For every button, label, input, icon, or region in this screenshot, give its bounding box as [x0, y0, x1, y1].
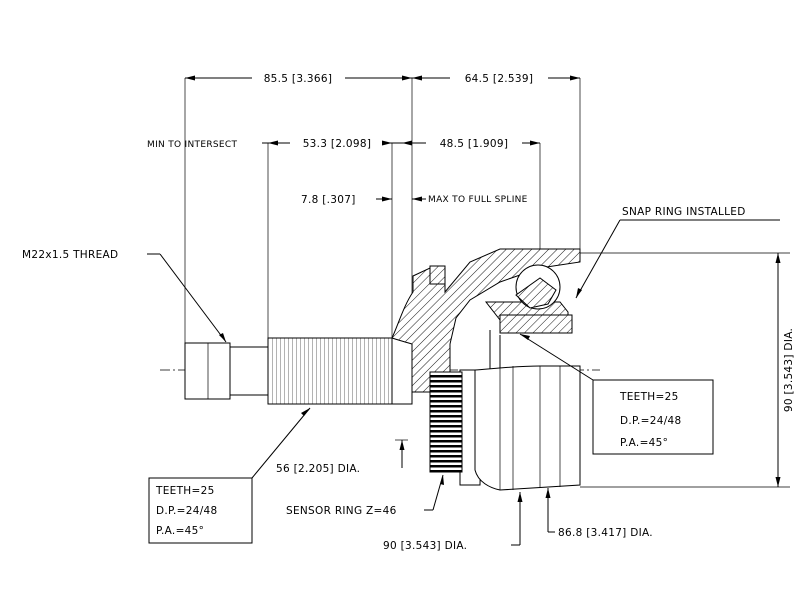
spline-spec-box-right: TEETH=25 D.P.=24/48 P.A.=45° [519, 333, 714, 455]
bell-housing [459, 365, 581, 491]
dim-shaft-dia: 56 [2.205] DIA. [276, 463, 360, 475]
dim-top-left: 85.5 [3.366] [264, 73, 333, 85]
drive-shaft [184, 337, 413, 405]
thread-callout: M22x1.5 THREAD [22, 249, 118, 261]
spec-right-pa: P.A.=45° [620, 437, 668, 449]
spec-right-teeth: TEETH=25 [619, 391, 679, 403]
dim-bottom-dia-1: 90 [3.543] DIA. [383, 540, 467, 552]
spline-spec-box-left: TEETH=25 D.P.=24/48 P.A.=45° [148, 407, 311, 544]
max-to-full-spline-label: MAX TO FULL SPLINE [428, 195, 528, 205]
cv-cage [484, 264, 573, 470]
spec-left-dp: D.P.=24/48 [156, 505, 218, 517]
spec-left-pa: P.A.=45° [156, 525, 204, 537]
sensor-ring-callout: SENSOR RING Z=46 [286, 505, 397, 517]
dim-max-spline: 48.5 [1.909] [440, 138, 509, 150]
outer-race [391, 248, 581, 393]
dim-outer-dia: 90 [3.543] DIA. [783, 328, 795, 412]
dim-small-offset: 7.8 [.307] [301, 194, 356, 206]
dim-min-to-intersect: 53.3 [2.098] [303, 138, 372, 150]
dimension-labels: 85.5 [3.366] 64.5 [2.539] MIN TO INTERSE… [147, 73, 795, 552]
dim-bottom-dia-2: 86.8 [3.417] DIA. [558, 527, 653, 539]
callout-labels: M22x1.5 THREAD SNAP RING INSTALLED SENSO… [22, 206, 780, 517]
dim-top-right: 64.5 [2.539] [465, 73, 534, 85]
snap-ring-callout: SNAP RING INSTALLED [622, 206, 746, 218]
dimension-lines [184, 75, 790, 546]
min-to-intersect-label: MIN TO INTERSECT [147, 140, 237, 150]
spec-right-dp: D.P.=24/48 [620, 415, 682, 427]
spec-left-teeth: TEETH=25 [155, 485, 215, 497]
sensor-ring [429, 371, 463, 473]
